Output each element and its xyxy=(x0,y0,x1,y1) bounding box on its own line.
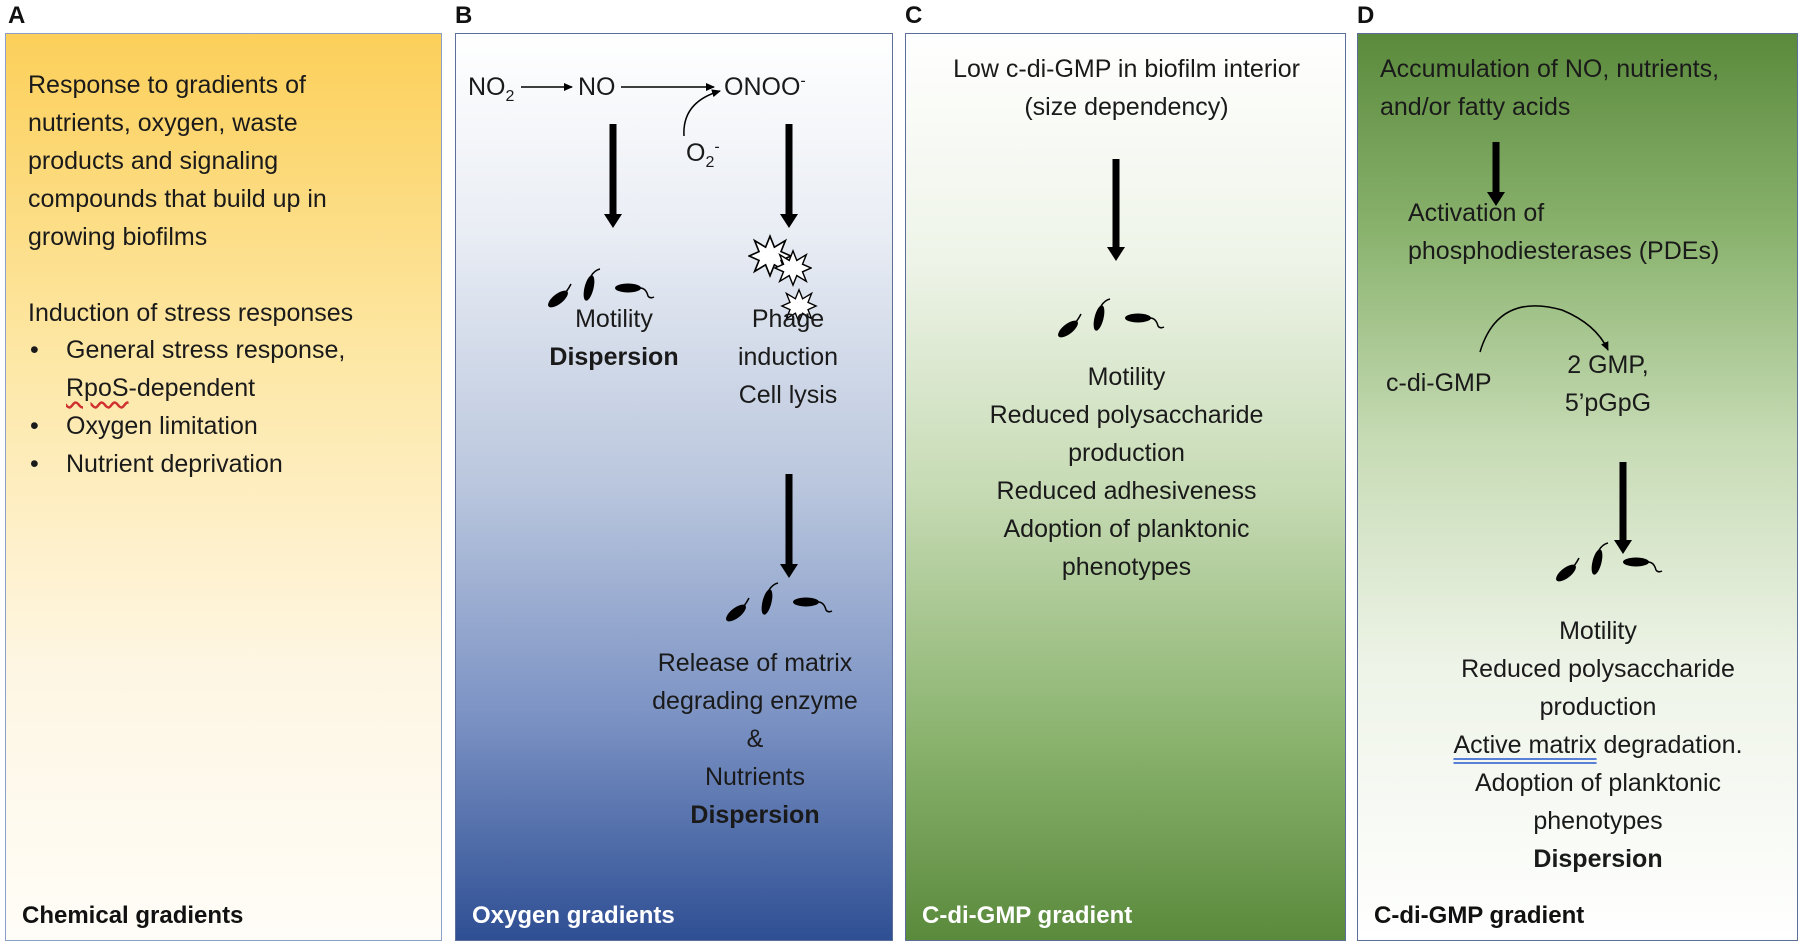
peroxynitrite-label: ONOO- xyxy=(724,72,806,101)
no2-label: NO2 xyxy=(468,73,515,105)
panel-b-arrows xyxy=(521,83,833,625)
panel-a-letter: A xyxy=(8,2,26,29)
bacteria-icon xyxy=(1554,542,1663,585)
panel-d-arrows xyxy=(1479,142,1663,585)
panel-c-di-gmp-gradient: Low c-di-GMP in biofilm interior (size d… xyxy=(905,33,1346,941)
dispersion-label: Dispersion xyxy=(549,343,679,371)
bullet-nutrient-deprivation: Nutrient deprivation xyxy=(28,445,345,483)
panel-b-footer: Oxygen gradients xyxy=(472,902,675,929)
panel-c-letter: C xyxy=(905,2,923,29)
matrix-degradation-line: Active matrix degradation. xyxy=(1453,731,1743,759)
lysed-cell-icon xyxy=(774,250,812,286)
panel-chemical-gradients: Response to gradients of nutrients, oxyg… xyxy=(5,33,442,941)
motility-block: Motility Dispersion xyxy=(516,300,712,376)
bullet-oxygen-limitation: Oxygen limitation xyxy=(28,407,345,445)
panel-a-intro: Response to gradients of nutrients, oxyg… xyxy=(28,71,327,251)
panel-a-heading: Induction of stress responses xyxy=(28,299,354,327)
superoxide-label: O2- xyxy=(686,138,720,171)
curved-arrow-icon xyxy=(1479,305,1609,353)
phage-block: Phage induction Cell lysis xyxy=(737,305,839,409)
no-label: NO xyxy=(578,73,616,101)
motility-label: Motility xyxy=(575,305,653,333)
panel-c-effects: Motility Reduced polysaccharide producti… xyxy=(989,363,1264,581)
panel-b-letter: B xyxy=(455,2,473,29)
panel-c-footer: C-di-GMP gradient xyxy=(922,902,1133,929)
c-di-gmp-label: c-di-GMP xyxy=(1386,369,1492,397)
rpos-term: RpoS xyxy=(66,374,129,402)
panel-d-effects: Motility Reduced polysaccharide producti… xyxy=(1398,612,1797,878)
bacteria-icon xyxy=(724,582,833,625)
panel-c-top: Low c-di-GMP in biofilm interior (size d… xyxy=(953,55,1300,121)
gmp-products: 2 GMP, 5’pGpG xyxy=(1564,351,1652,417)
release-block: Release of matrix degrading enzyme & Nut… xyxy=(616,644,892,834)
panel-d-letter: D xyxy=(1357,2,1375,29)
panel-oxygen-gradients: NO2 NO ONOO- O2- Motility Dispersion Pha… xyxy=(455,33,893,941)
curved-arrow-icon xyxy=(683,89,721,137)
bullet-general-stress: General stress response,RpoS-dependent xyxy=(28,331,345,407)
pde-activation: Activation of phosphodiesterases (PDEs) xyxy=(1408,199,1720,265)
bacteria-icon xyxy=(1056,298,1165,341)
panel-d-footer: C-di-GMP gradient xyxy=(1374,902,1585,929)
panel-d-top: Accumulation of NO, nutrients, and/or fa… xyxy=(1380,55,1720,121)
dispersion-label: Dispersion xyxy=(1533,845,1663,873)
panel-d-c-di-gmp-gradient: Accumulation of NO, nutrients, and/or fa… xyxy=(1357,33,1798,941)
panel-a-footer: Chemical gradients xyxy=(22,902,244,929)
panel-a-bullet-list: General stress response,RpoS-dependent O… xyxy=(28,331,345,483)
panel-c-arrows xyxy=(1056,159,1165,341)
dispersion-label: Dispersion xyxy=(690,801,820,829)
